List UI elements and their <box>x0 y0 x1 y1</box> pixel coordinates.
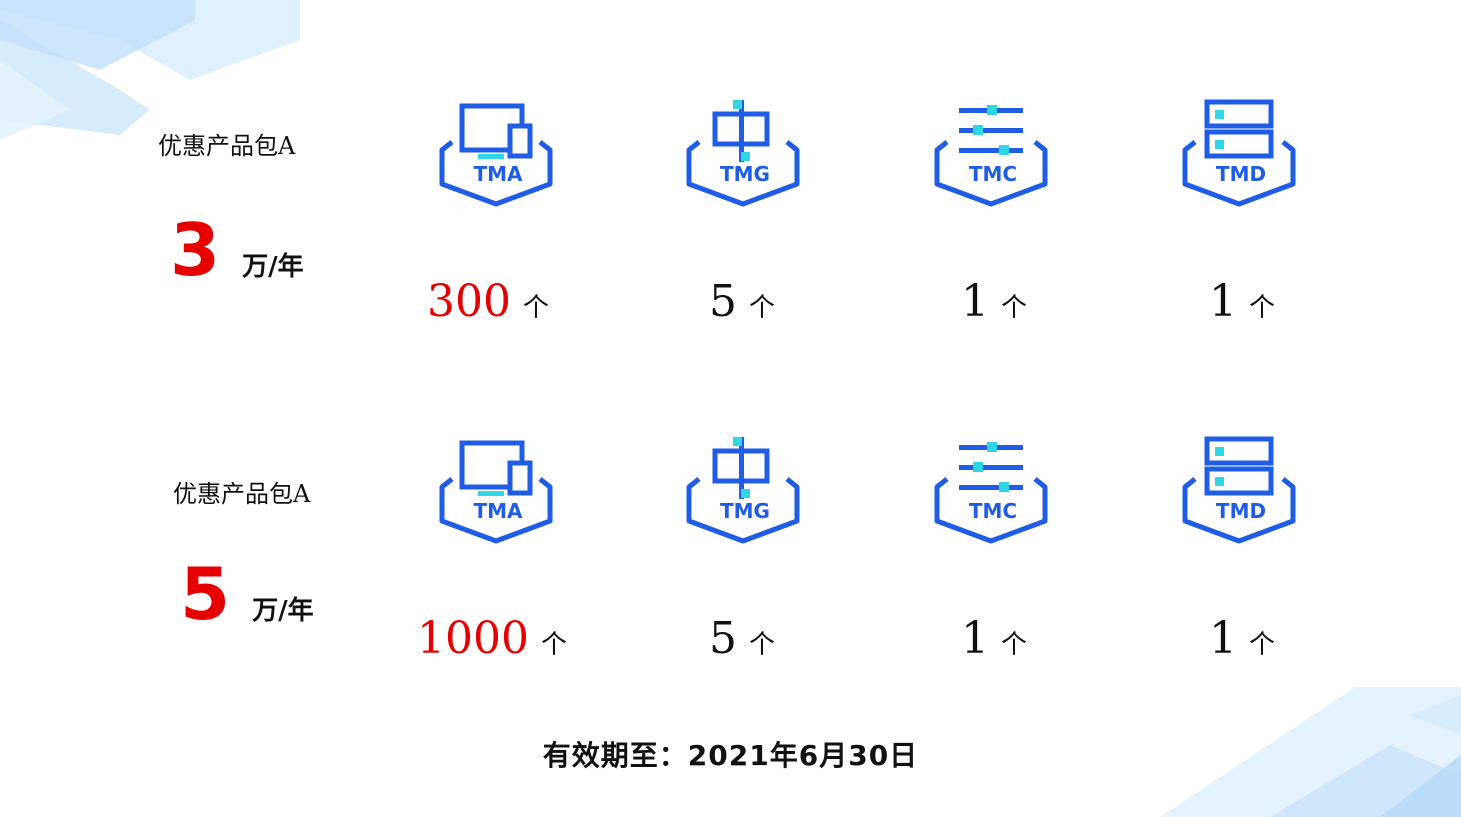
package-1-tma-count: 300 <box>427 276 511 327</box>
package-2-tma-unit: 个 <box>540 630 567 660</box>
package-2-tmg-icon: TMG <box>685 435 805 547</box>
package-2-tma-quantity: 1000 个 <box>392 617 592 661</box>
package-1-price-unit: 万/年 <box>242 252 304 282</box>
package-2-tma-count: 1000 <box>417 613 529 664</box>
package-1-price-value: 3 <box>170 208 221 292</box>
package-2-tmc-count: 1 <box>960 613 989 664</box>
package-1-tmd-icon: TMD <box>1181 98 1301 210</box>
package-1-tmc-icon: TMC <box>933 98 1053 210</box>
package-2-tma-code: TMA <box>473 499 523 523</box>
validity-date: 有效期至：2021年6月30日 <box>542 739 919 772</box>
package-2-tmd-code: TMD <box>1215 499 1267 523</box>
package-1-tmg-count: 5 <box>708 276 737 327</box>
package-2-tmg-quantity: 5 个 <box>642 617 842 661</box>
package-1-tma-unit: 个 <box>522 293 549 323</box>
package-2-tmd-count: 1 <box>1208 613 1237 664</box>
package-1-tma-quantity: 300 个 <box>388 280 588 324</box>
package-1-tma-code: TMA <box>473 162 523 186</box>
package-2-tmc-code: TMC <box>968 499 1018 523</box>
package-1-tmc-unit: 个 <box>1000 293 1027 323</box>
package-2-tmc-unit: 个 <box>1000 630 1027 660</box>
package-1-tmc-count: 1 <box>960 276 989 327</box>
package-1-tmg-icon: TMG <box>685 98 805 210</box>
package-1-tmd-quantity: 1 个 <box>1142 280 1342 324</box>
package-2-tmc-quantity: 1 个 <box>894 617 1094 661</box>
package-2-tma-icon: TMA <box>438 435 558 547</box>
package-2-tmg-code: TMG <box>720 499 770 523</box>
package-1-title: 优惠产品包A <box>158 132 296 160</box>
package-1-tmc-quantity: 1 个 <box>894 280 1094 324</box>
package-2-tmg-unit: 个 <box>748 630 775 660</box>
package-2-price-unit: 万/年 <box>252 596 314 626</box>
package-2-price-value: 5 <box>180 552 231 636</box>
package-2-tmd-icon: TMD <box>1181 435 1301 547</box>
package-2-tmd-quantity: 1 个 <box>1142 617 1342 661</box>
package-1-tmd-code: TMD <box>1215 162 1267 186</box>
package-2-tmg-count: 5 <box>708 613 737 664</box>
package-1-tmg-quantity: 5 个 <box>642 280 842 324</box>
package-2-tmd-unit: 个 <box>1248 630 1275 660</box>
top-left-decoration <box>0 0 310 140</box>
package-1-tmg-code: TMG <box>720 162 770 186</box>
package-1-tmg-unit: 个 <box>748 293 775 323</box>
package-1-tmd-unit: 个 <box>1248 293 1275 323</box>
package-1-tma-icon: TMA <box>438 98 558 210</box>
package-2-title: 优惠产品包A <box>173 480 311 508</box>
package-1-tmc-code: TMC <box>968 162 1018 186</box>
package-1-tmd-count: 1 <box>1208 276 1237 327</box>
package-2-price: 5 万/年 <box>180 558 314 630</box>
package-2-tmc-icon: TMC <box>933 435 1053 547</box>
package-1-price: 3 万/年 <box>170 214 304 286</box>
